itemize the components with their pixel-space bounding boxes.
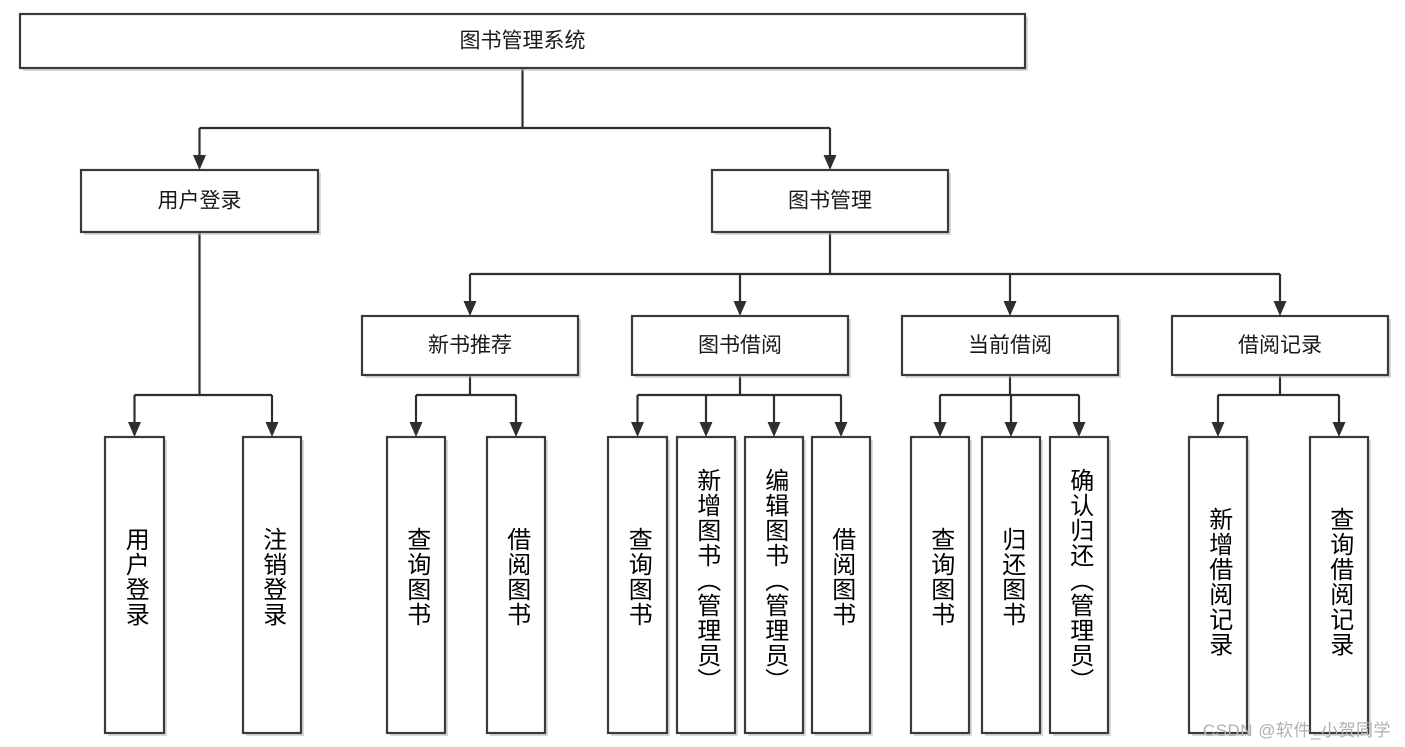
- node-box-leaf-query-book-borrow[interactable]: [606, 435, 669, 735]
- node-label-new-book-recommend: 新书推荐: [428, 334, 512, 357]
- node-box-leaf-add-book[interactable]: [675, 435, 737, 735]
- arrow-book-manage: [823, 155, 837, 170]
- node-box-leaf-query-book-new[interactable]: [385, 435, 447, 735]
- node-label-root: 图书管理系统: [460, 30, 586, 53]
- arrow-user-login: [193, 155, 206, 170]
- arrow-leaf-query-book-current: [933, 422, 947, 437]
- node-label-borrow-record: 借阅记录: [1238, 334, 1322, 357]
- arrow-leaf-query-book-new: [409, 422, 423, 437]
- node-box-leaf-logout[interactable]: [241, 435, 303, 735]
- node-layer: [18, 12, 1391, 736]
- arrow-leaf-borrow-book: [834, 422, 848, 437]
- arrow-leaf-query-record: [1332, 422, 1346, 437]
- node-label-user-login: 用户登录: [158, 190, 242, 213]
- arrow-leaf-edit-book: [767, 422, 781, 437]
- node-box-leaf-return-book[interactable]: [980, 435, 1042, 735]
- arrow-leaf-logout: [265, 422, 279, 437]
- node-box-leaf-user-login[interactable]: [103, 435, 166, 735]
- node-label-current-borrow: 当前借阅: [968, 334, 1052, 357]
- arrow-leaf-user-login: [128, 422, 141, 437]
- node-label-book-manage: 图书管理: [788, 190, 872, 213]
- arrow-current-borrow: [1003, 301, 1017, 316]
- arrow-leaf-borrow-book-new: [509, 422, 523, 437]
- node-box-leaf-query-record[interactable]: [1308, 435, 1370, 735]
- node-box-leaf-query-book-current[interactable]: [909, 435, 971, 735]
- node-box-leaf-borrow-book[interactable]: [810, 435, 872, 735]
- node-box-user-login[interactable]: [79, 168, 320, 234]
- node-box-current-borrow[interactable]: [900, 314, 1120, 377]
- arrow-leaf-query-book-borrow: [631, 422, 644, 437]
- node-box-leaf-add-record[interactable]: [1187, 435, 1249, 735]
- arrow-leaf-add-record: [1211, 422, 1225, 437]
- node-box-new-book-recommend[interactable]: [360, 314, 580, 377]
- connector-layer: [128, 68, 1346, 437]
- node-box-leaf-confirm-return[interactable]: [1048, 435, 1110, 735]
- arrow-leaf-add-book: [699, 422, 713, 437]
- node-box-leaf-edit-book[interactable]: [743, 435, 805, 735]
- node-box-book-borrow[interactable]: [630, 314, 850, 377]
- watermark-text: CSDN @软件_小贺同学: [1202, 721, 1391, 740]
- node-box-root[interactable]: [18, 12, 1027, 70]
- node-label-book-borrow: 图书借阅: [698, 334, 782, 357]
- arrow-leaf-confirm-return: [1072, 422, 1086, 437]
- node-box-borrow-record[interactable]: [1170, 314, 1390, 377]
- node-box-book-manage[interactable]: [710, 168, 950, 234]
- node-box-leaf-borrow-book-new[interactable]: [485, 435, 547, 735]
- arrow-borrow-record: [1273, 301, 1287, 316]
- arrow-new-book-recommend: [463, 301, 477, 316]
- arrow-leaf-return-book: [1004, 422, 1018, 437]
- arrow-book-borrow: [733, 301, 747, 316]
